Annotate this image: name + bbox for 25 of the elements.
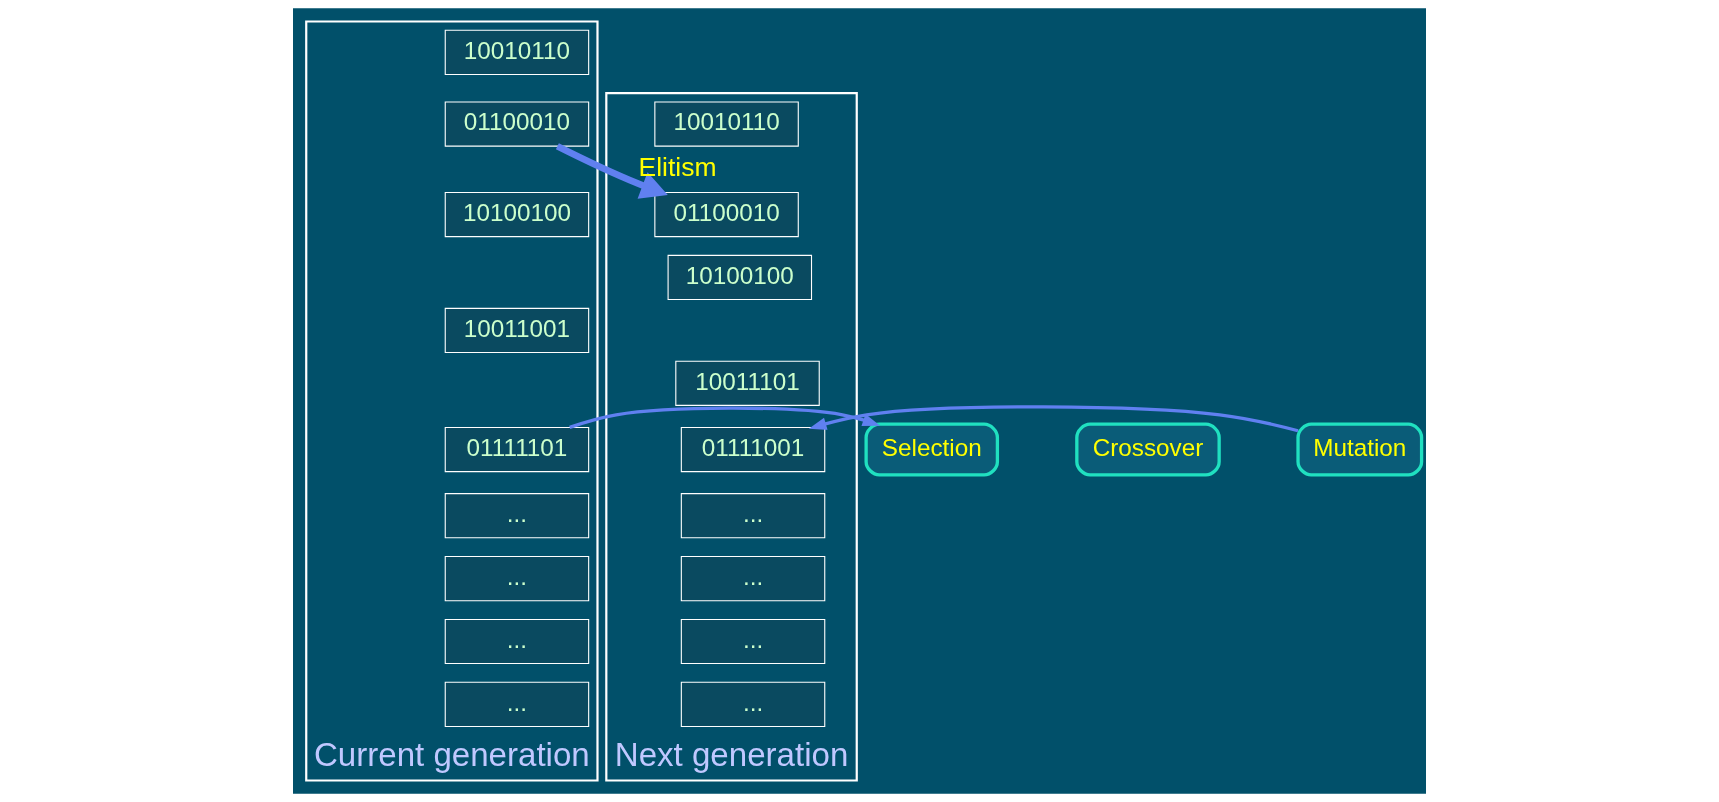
node-box: 01111101	[444, 426, 590, 473]
arrow	[569, 406, 881, 429]
node-box: 01111001	[680, 426, 826, 473]
node-box: ...	[680, 493, 826, 539]
node-box: Selection	[864, 422, 1000, 477]
node-box: 10010110	[654, 101, 799, 147]
node-box: Crossover	[1075, 422, 1221, 477]
node-box: 10100100	[444, 191, 590, 238]
node-box: 10010110	[444, 29, 590, 75]
node-box: 10100100	[667, 254, 813, 301]
edge-label: Elitism	[638, 152, 717, 183]
node-box: ...	[680, 556, 826, 602]
node-box: 10011001	[444, 307, 590, 353]
node-box: ...	[444, 681, 590, 727]
node-box: ...	[680, 618, 826, 665]
node-box: 01100010	[654, 191, 799, 238]
node-box: ...	[444, 618, 590, 665]
node-box: 10011101	[675, 360, 820, 406]
arrow	[555, 143, 668, 199]
node-box: Mutation	[1296, 422, 1424, 477]
node-box: ...	[444, 493, 590, 539]
arrow	[808, 405, 1299, 433]
node-box: ...	[680, 681, 826, 727]
node-box: ...	[444, 556, 590, 602]
node-box: 01100010	[444, 101, 590, 147]
